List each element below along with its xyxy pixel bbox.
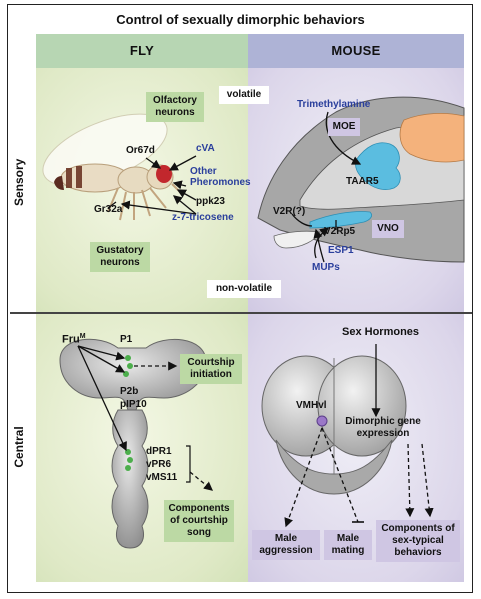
trimethylamine-label: Trimethylamine — [297, 99, 371, 110]
mouse-head-illustration — [257, 96, 465, 263]
dimorphic-gene-expression-label: Dimorphic gene expression — [345, 416, 421, 439]
fly-column-header: FLY — [36, 34, 248, 68]
other-pheromones-label: Other Pheromones — [190, 166, 251, 188]
fru-label: FruM — [62, 333, 86, 346]
figure-title: Control of sexually dimorphic behaviors — [116, 12, 365, 27]
mups-label: MUPs — [312, 262, 340, 273]
gustatory-neurons-box: Gustatory neurons — [90, 242, 150, 272]
row-divider — [10, 312, 472, 314]
vpr6-label: vPR6 — [146, 459, 172, 470]
courtship-initiation-box: Courtship initiation — [180, 354, 242, 384]
taar5-label: TAAR5 — [346, 176, 379, 187]
p1-neuron-dot — [127, 363, 133, 369]
vmhvl-nucleus-dot — [316, 415, 328, 427]
moe-box: MOE — [328, 118, 360, 136]
v2rp5-label: V2Rp5 — [324, 226, 356, 237]
gr32a-label: Gr32a — [94, 204, 123, 215]
male-mating-box: Male mating — [324, 530, 372, 560]
vpr6-neuron-dot — [127, 457, 133, 463]
mouse-brain-illustration — [261, 355, 407, 495]
fly-illustration — [42, 113, 183, 221]
cva-label: cVA — [196, 143, 215, 154]
components-courtship-song-box: Components of courtship song — [164, 500, 234, 542]
vmhvl-label: VMHvl — [296, 400, 327, 411]
v2r-label: V2R(?) — [273, 206, 306, 217]
p1-neuron-dot — [125, 355, 131, 361]
z7-tricosene-label: z-7-tricosene — [172, 212, 234, 223]
mouse-column-header: MOUSE — [248, 34, 464, 68]
olfactory-neurons-box: Olfactory neurons — [146, 92, 204, 122]
sex-hormones-label: Sex Hormones — [342, 326, 420, 338]
pip10-label: pIP10 — [120, 399, 147, 410]
vno-box: VNO — [372, 220, 404, 238]
p1-label: P1 — [120, 334, 133, 345]
ppk23-label: ppk23 — [196, 196, 225, 207]
sex-typical-behaviors-box: Components of sex-typical behaviors — [376, 520, 460, 562]
vms11-neuron-dot — [125, 465, 131, 471]
or67d-label: Or67d — [126, 145, 155, 156]
vms11-label: vMS11 — [146, 472, 178, 483]
volatile-label: volatile — [219, 86, 269, 104]
non-volatile-label: non-volatile — [207, 280, 281, 298]
dpr1-label: dPR1 — [146, 446, 172, 457]
male-aggression-box: Male aggression — [252, 530, 320, 560]
p2b-label: P2b — [120, 386, 139, 397]
esp1-label: ESP1 — [328, 245, 354, 256]
fru-superscript: M — [79, 333, 86, 340]
